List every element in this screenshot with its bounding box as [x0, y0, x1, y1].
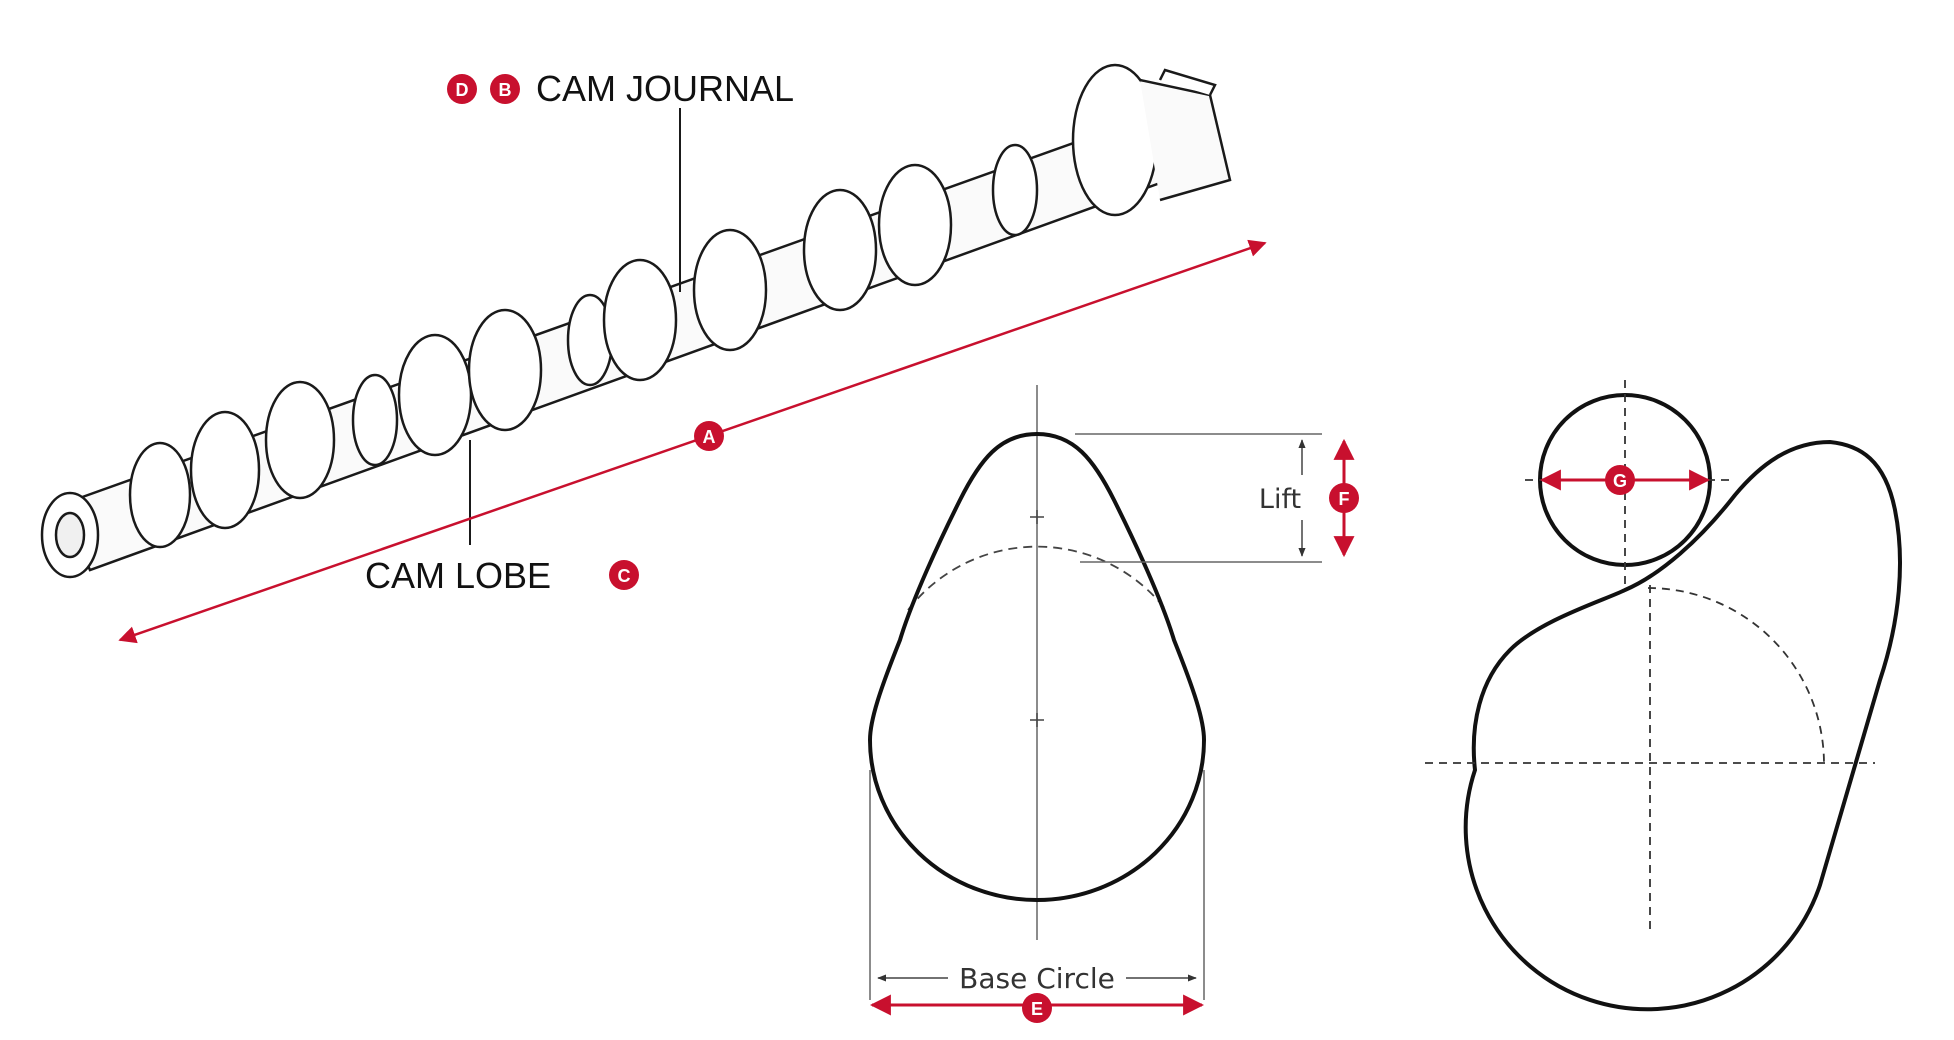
marker-d: D — [447, 74, 477, 104]
lobe-outline — [867, 431, 1207, 902]
svg-text:D: D — [456, 80, 469, 100]
cam-follower-diagram — [1425, 380, 1902, 1012]
cam-lobe-label: CAM LOBE — [365, 555, 551, 596]
lift-label: Lift — [1259, 484, 1301, 515]
camshaft-illustration — [40, 63, 1232, 579]
svg-text:B: B — [499, 80, 512, 100]
svg-text:F: F — [1339, 489, 1350, 509]
marker-b: B — [490, 74, 520, 104]
length-arrow — [118, 239, 1267, 644]
marker-f: F — [1329, 483, 1359, 513]
svg-text:G: G — [1613, 471, 1627, 491]
marker-g: G — [1605, 465, 1635, 495]
marker-c: C — [609, 560, 639, 590]
svg-text:C: C — [618, 566, 631, 586]
base-circle-label: Base Circle — [959, 962, 1115, 995]
marker-a: A — [694, 421, 724, 451]
cam-outline — [1463, 439, 1902, 1012]
svg-text:E: E — [1031, 999, 1043, 1019]
cam-journal-label: CAM JOURNAL — [536, 68, 794, 109]
marker-e: E — [1022, 993, 1052, 1023]
svg-text:A: A — [703, 427, 716, 447]
cam-lobe-profile — [867, 385, 1322, 1000]
